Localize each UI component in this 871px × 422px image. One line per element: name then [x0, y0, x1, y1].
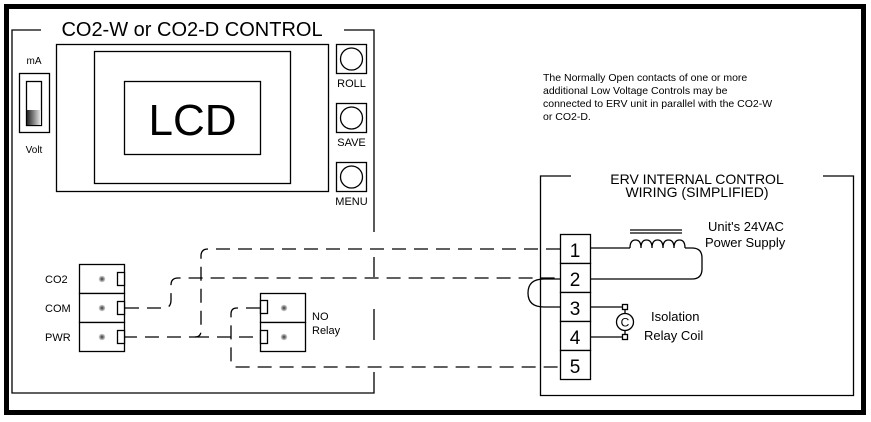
- ma-volt-switch[interactable]: mA Volt: [18, 56, 51, 156]
- menu-button[interactable]: MENU: [335, 161, 368, 209]
- save-button[interactable]: SAVE: [335, 102, 368, 150]
- erv-terminal-label: 1: [570, 241, 581, 262]
- outer-frame: [4, 4, 866, 415]
- wire-clamp-icon: [259, 299, 269, 315]
- save-button-circle[interactable]: [339, 106, 364, 130]
- erv-terminal-1: [559, 233, 592, 265]
- roll-button-label: ROLL: [337, 78, 366, 90]
- terminal-label-com: COM: [45, 303, 71, 315]
- wire-com-to-terminal-2: [125, 277, 560, 309]
- coil-terminal-icon: [621, 333, 629, 341]
- co2-control-panel: CO2-W or CO2-D CONTROL mA Volt LCD ROLL …: [11, 19, 375, 394]
- lcd-label: LCD: [148, 96, 236, 145]
- erv-title-line-1: ERV INTERNAL CONTROL: [610, 171, 784, 187]
- power-supply-label-2: Power Supply: [705, 235, 786, 250]
- no-relay: NO Relay: [259, 292, 341, 353]
- wire-clamp-icon: [116, 271, 126, 287]
- jumper-2-3: [527, 278, 560, 308]
- erv-panel-border: [539, 175, 855, 397]
- note-line-3: connected to ERV unit in parallel with t…: [543, 98, 772, 110]
- erv-terminal-label: 4: [570, 328, 581, 349]
- coil-label-1: Isolation: [651, 309, 699, 324]
- erv-terminal-5: [559, 349, 592, 381]
- switch-lever[interactable]: [27, 110, 41, 125]
- menu-button-housing: [335, 161, 368, 193]
- power-supply-label-1: Unit's 24VAC: [708, 219, 784, 234]
- wire-pwr-to-terminal-1: [125, 248, 560, 338]
- field-wiring: [125, 248, 560, 368]
- roll-button-circle[interactable]: [339, 47, 364, 71]
- wire-transformer-to-terminal-2: [591, 247, 703, 280]
- relay-coil-icon: [615, 312, 635, 332]
- switch-label-ma: mA: [27, 56, 42, 67]
- save-button-housing: [335, 102, 368, 134]
- screw-icon: [280, 333, 288, 341]
- screw-icon: [98, 275, 106, 283]
- relay-label-relay: Relay: [312, 325, 341, 337]
- menu-button-circle[interactable]: [339, 165, 364, 189]
- erv-internal-wiring: ERV INTERNAL CONTROL WIRING (SIMPLIFIED)…: [527, 171, 855, 397]
- control-terminal-block: CO2 COM PWR: [45, 263, 126, 353]
- note-line-4: or CO2-D.: [543, 111, 591, 123]
- coil-label-2: Relay Coil: [644, 328, 703, 343]
- note-line-1: The Normally Open contacts of one or mor…: [543, 72, 747, 84]
- lcd-screen: [123, 80, 262, 156]
- screw-icon: [98, 333, 106, 341]
- menu-button-label: MENU: [335, 196, 367, 208]
- erv-terminal-3: [559, 291, 592, 323]
- erv-terminal-label: 2: [570, 270, 581, 291]
- transformer-coil-icon: [629, 239, 686, 249]
- wire-clamp-icon: [116, 329, 126, 345]
- terminal-label-pwr: PWR: [45, 332, 71, 344]
- coil-terminal-icon: [621, 303, 629, 311]
- screw-icon: [98, 304, 106, 312]
- relay-label-no: NO: [312, 311, 329, 323]
- terminal-label-co2: CO2: [45, 274, 68, 286]
- erv-terminal-label: 3: [570, 299, 581, 320]
- switch-label-volt: Volt: [26, 145, 43, 156]
- wire-clamp-icon: [259, 329, 269, 345]
- note-line-2: additional Low Voltage Controls may be: [543, 85, 728, 97]
- relay-coil-symbol: C: [621, 316, 630, 330]
- screw-icon: [280, 304, 288, 312]
- control-panel-border: [11, 29, 375, 394]
- erv-terminal-label: 5: [570, 357, 581, 378]
- erv-terminal-4: [559, 320, 592, 352]
- wire-clamp-icon: [116, 300, 126, 316]
- save-button-label: SAVE: [337, 137, 366, 149]
- erv-terminal-2: [559, 262, 592, 294]
- roll-button[interactable]: ROLL: [335, 43, 368, 91]
- erv-title-line-2: WIRING (SIMPLIFIED): [625, 184, 768, 200]
- roll-button-housing: [335, 43, 368, 75]
- parallel-controls-note: The Normally Open contacts of one or mor…: [543, 72, 772, 123]
- erv-terminal-block: 1 2 3 4 5: [559, 233, 592, 381]
- control-panel-title: CO2-W or CO2-D CONTROL: [61, 19, 322, 41]
